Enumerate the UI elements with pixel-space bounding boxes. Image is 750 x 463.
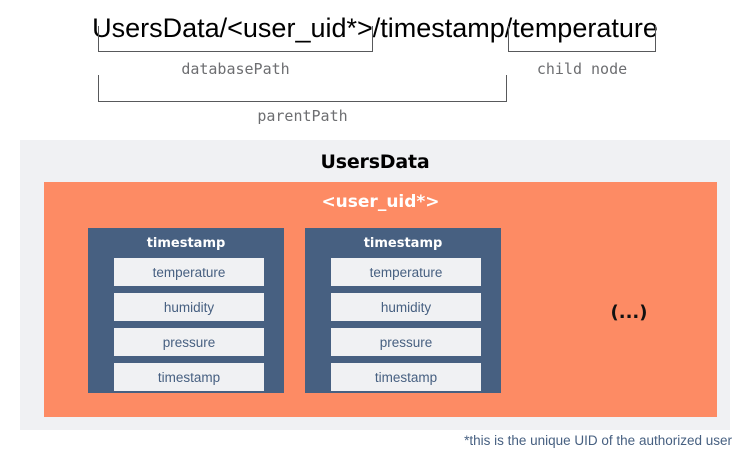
field-row: humidity xyxy=(331,293,481,321)
more-groups-ellipsis: (...) xyxy=(610,302,648,323)
database-path-expression: UsersData/<user_uid*>/timestamp/temperat… xyxy=(92,13,658,43)
timestamp-group-title: timestamp xyxy=(363,236,443,251)
field-list: temperature humidity pressure timestamp xyxy=(331,258,481,391)
field-row: humidity xyxy=(114,293,264,321)
field-row: pressure xyxy=(114,328,264,356)
timestamp-group: timestamp temperature humidity pressure … xyxy=(88,228,284,393)
field-row: timestamp xyxy=(114,363,264,391)
bracket-label-child-node: child node xyxy=(536,60,628,78)
field-row: temperature xyxy=(331,258,481,286)
footnote-text: *this is the unique UID of the authorize… xyxy=(464,433,732,448)
field-row: temperature xyxy=(114,258,264,286)
timestamp-group: timestamp temperature humidity pressure … xyxy=(305,228,501,393)
field-row: pressure xyxy=(331,328,481,356)
field-list: temperature humidity pressure timestamp xyxy=(114,258,264,391)
user-uid-title: <user_uid*> xyxy=(321,192,440,212)
bracket-parent-path xyxy=(98,75,507,102)
users-data-panel: UsersData <user_uid*> timestamp temperat… xyxy=(20,140,730,430)
field-row: timestamp xyxy=(331,363,481,391)
bracket-label-database-path: databasePath xyxy=(181,60,290,78)
users-data-title: UsersData xyxy=(320,151,430,173)
bracket-database-path xyxy=(98,26,373,52)
bracket-child-node xyxy=(508,26,656,52)
bracket-label-parent-path: parentPath xyxy=(257,107,348,125)
timestamp-group-title: timestamp xyxy=(146,236,226,251)
user-uid-panel: <user_uid*> timestamp temperature humidi… xyxy=(44,182,717,417)
